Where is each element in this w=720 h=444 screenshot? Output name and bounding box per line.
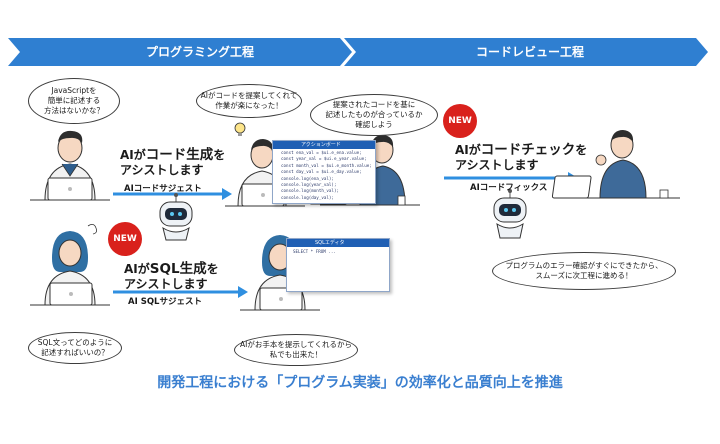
code-line: console.log(year_val); xyxy=(281,182,337,188)
code-suggestion-panel: アクションボード const ena_val = $ui.e_ena.value… xyxy=(272,140,376,204)
code-line: console.log(day_val); xyxy=(281,194,334,200)
code-line: const ena_val = $ui.e_ena.value; xyxy=(281,150,362,155)
code-line: const month_val = $ui.e_month.value; xyxy=(281,162,372,168)
sql-question-text: SQL文ってどのように 記述すればいいの？ xyxy=(37,338,113,357)
ai-example-text: AIがお手本を提示してくれるから 私でも出来た！ xyxy=(240,340,352,359)
code-review-stage-chevron xyxy=(344,38,708,66)
developer-woman-figure xyxy=(30,224,110,306)
code-lines: const ena_val = $ui.e_ena.value; const y… xyxy=(273,149,375,201)
code-check-ai: AIが xyxy=(455,143,481,157)
new-badge-sql: NEW xyxy=(108,222,142,256)
sql-gen-suffix: を xyxy=(206,262,219,276)
code-gen-headline: AIがコード生成を アシストします xyxy=(120,148,225,178)
sql-gen-key: SQL生成 xyxy=(149,261,207,277)
code-review-stage-label: コードレビュー工程 xyxy=(475,45,584,59)
reviewer-check-bubble: 提案されたコードを基に 記述したものが合っているか 確認しよう xyxy=(310,94,438,136)
sql-question-bubble: SQL文ってどのように 記述すればいいの？ xyxy=(28,332,122,364)
code-line: const day_val = $ui.e_day.value; xyxy=(281,169,362,175)
sql-panel-title: SQLエディタ xyxy=(287,239,389,247)
programming-stage-label: プログラミング工程 xyxy=(145,45,254,59)
code-gen-ai: AIが xyxy=(120,148,146,162)
ai-proposal-text: AIがコードを提案してくれて 作業が楽になった！ xyxy=(200,91,298,110)
sql-gen-line2: アシストします xyxy=(124,277,208,291)
code-check-line2: アシストします xyxy=(455,158,539,172)
ai-proposal-bubble: AIがコードを提案してくれて 作業が楽になった！ xyxy=(196,84,302,118)
js-question-text: JavaScriptを 簡単に記述する 方法はないかな？ xyxy=(44,86,104,115)
sql-gen-ai: AIが xyxy=(124,262,150,276)
code-check-key: コードチェック xyxy=(480,142,576,158)
flow-arrow-sql-gen xyxy=(113,286,248,298)
ai-robot-icon xyxy=(159,193,193,241)
new-badge-check: NEW xyxy=(443,104,477,138)
error-check-text: プログラムのエラー確認がすぐにできたから、 スムーズに次工程に進める！ xyxy=(505,261,663,280)
process-header xyxy=(8,38,708,66)
footer-tagline: 開発工程における「プログラム実装」の効率化と品質向上を推進 xyxy=(157,375,563,391)
code-check-product-name: AIコードフィックス xyxy=(470,183,548,193)
sql-lines: SELECT * FROM ... xyxy=(287,247,389,255)
code-check-headline: AIがコードチェックを アシストします xyxy=(455,143,587,173)
programming-stage-chevron xyxy=(8,38,352,66)
code-gen-suffix: を xyxy=(213,148,226,162)
code-line: console.log(month_val); xyxy=(281,188,339,194)
code-gen-line2: アシストします xyxy=(120,163,204,177)
flow-arrow-code-gen xyxy=(113,188,232,200)
reviewer-ok-figure xyxy=(551,130,680,199)
error-check-bubble: プログラムのエラー確認がすぐにできたから、 スムーズに次工程に進める！ xyxy=(492,252,676,290)
js-question-bubble: JavaScriptを 簡単に記述する 方法はないかな？ xyxy=(28,78,120,124)
ai-robot-icon-2 xyxy=(493,189,527,239)
sql-line: SELECT * FROM ... xyxy=(293,249,336,254)
code-line: console.log(ena_val); xyxy=(281,175,334,181)
developer-man-figure xyxy=(30,130,110,201)
sql-suggestion-panel: SQLエディタ SELECT * FROM ... xyxy=(286,238,390,292)
sql-gen-headline: AIがSQL生成を アシストします xyxy=(124,262,219,292)
ai-example-bubble: AIがお手本を提示してくれるから 私でも出来た！ xyxy=(234,334,358,366)
code-line: const year_val = $ui.e_year.value; xyxy=(281,156,367,162)
code-panel-title: アクションボード xyxy=(273,141,375,149)
reviewer-check-text: 提案されたコードを基に 記述したものが合っているか 確認しよう xyxy=(325,100,423,129)
code-gen-key: コード生成 xyxy=(145,147,214,163)
code-check-suffix: を xyxy=(575,143,588,157)
sql-gen-product-name: AI SQLサジェスト xyxy=(128,297,202,307)
code-gen-product-name: AIコードサジェスト xyxy=(124,184,202,194)
